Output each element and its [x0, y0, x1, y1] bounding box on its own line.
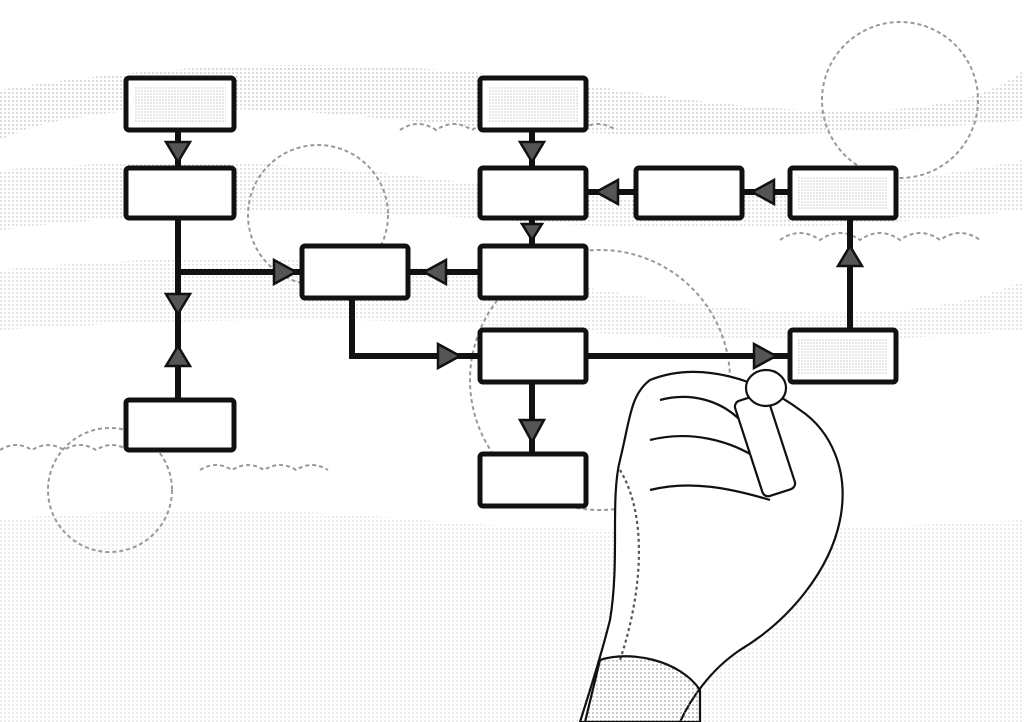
box-textures — [134, 86, 888, 374]
marker-pen — [733, 368, 797, 498]
gear-icon — [821, 21, 979, 179]
arrow-down-icon — [517, 418, 547, 445]
arrow-right-icon — [272, 257, 299, 287]
box-right-middle — [477, 243, 589, 301]
box-center-lower — [477, 327, 589, 385]
arrow-down-icon — [519, 222, 545, 243]
arrow-right-icon — [436, 341, 463, 371]
gear-teeth — [0, 444, 129, 452]
box-texture — [798, 338, 888, 374]
dotted-background — [0, 65, 1024, 722]
arrow-down-icon — [163, 140, 193, 165]
gear-teeth — [779, 232, 981, 242]
arrow-left-icon — [749, 177, 776, 207]
sleeve-cuff — [583, 655, 702, 722]
arrow-up-icon — [835, 243, 865, 268]
arrow-down-icon — [163, 292, 193, 317]
box-center-left — [299, 243, 411, 301]
hand-finger — [649, 484, 771, 502]
dotted-band — [0, 510, 1024, 722]
box-texture — [488, 86, 578, 122]
hand-with-marker — [578, 368, 844, 722]
arrowheads — [163, 140, 865, 445]
box-texture — [798, 176, 888, 210]
marker-cap-end — [744, 368, 788, 408]
box-top-right — [633, 165, 745, 221]
hand-finger — [659, 395, 741, 421]
box-texture — [134, 86, 226, 122]
box-center-upper — [477, 165, 589, 221]
box-left-second — [123, 165, 237, 221]
arrow-right-icon — [752, 341, 779, 371]
gear-teeth — [199, 464, 329, 472]
box-left-bottom — [123, 397, 237, 453]
arrow-left-icon — [593, 177, 620, 207]
box-bottom-center — [477, 451, 589, 509]
gear-icon — [247, 144, 389, 286]
gear-icon — [47, 427, 173, 553]
arrow-down-icon — [517, 140, 547, 165]
arrow-up-icon — [163, 343, 193, 368]
arrow-left-icon — [421, 257, 448, 287]
